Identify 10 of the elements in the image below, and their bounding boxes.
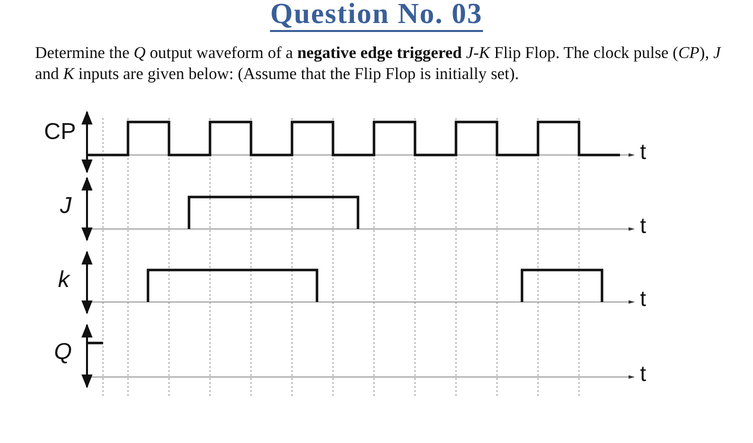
signal-name: Q	[54, 340, 72, 363]
question-text: Determine the Q output waveform of a negative edge triggered J-K Flip Flop. The clock pulse (CP), J and K inputs are given below: (Assume that the Flip Flop is initially set).	[35, 42, 722, 84]
time-label: t	[640, 215, 646, 237]
time-label: t	[640, 288, 646, 310]
heading: Question No. 03	[270, 0, 483, 32]
time-label: t	[640, 363, 646, 385]
signal-name: CP	[44, 120, 76, 143]
time-label: t	[640, 141, 646, 163]
signal-name: J	[60, 194, 72, 217]
signal-name: k	[58, 268, 70, 291]
